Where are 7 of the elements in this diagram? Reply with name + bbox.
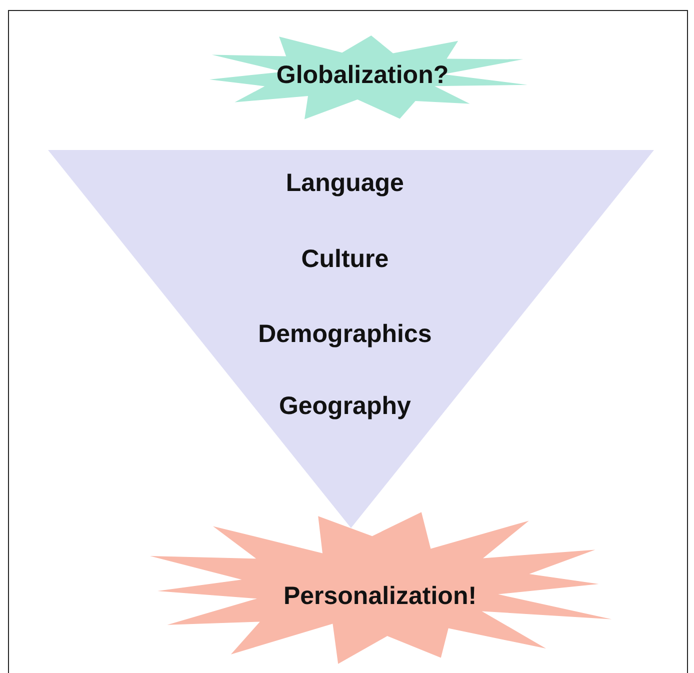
factor-label: Geography [278,392,412,422]
inverted-triangle [48,150,654,528]
burst-label: Globalization? [275,61,450,90]
burst-label: Personalization! [282,582,478,612]
factor-label: Culture [300,244,390,274]
factor-label: Demographics [257,320,433,350]
factor-label: Language [284,169,405,198]
